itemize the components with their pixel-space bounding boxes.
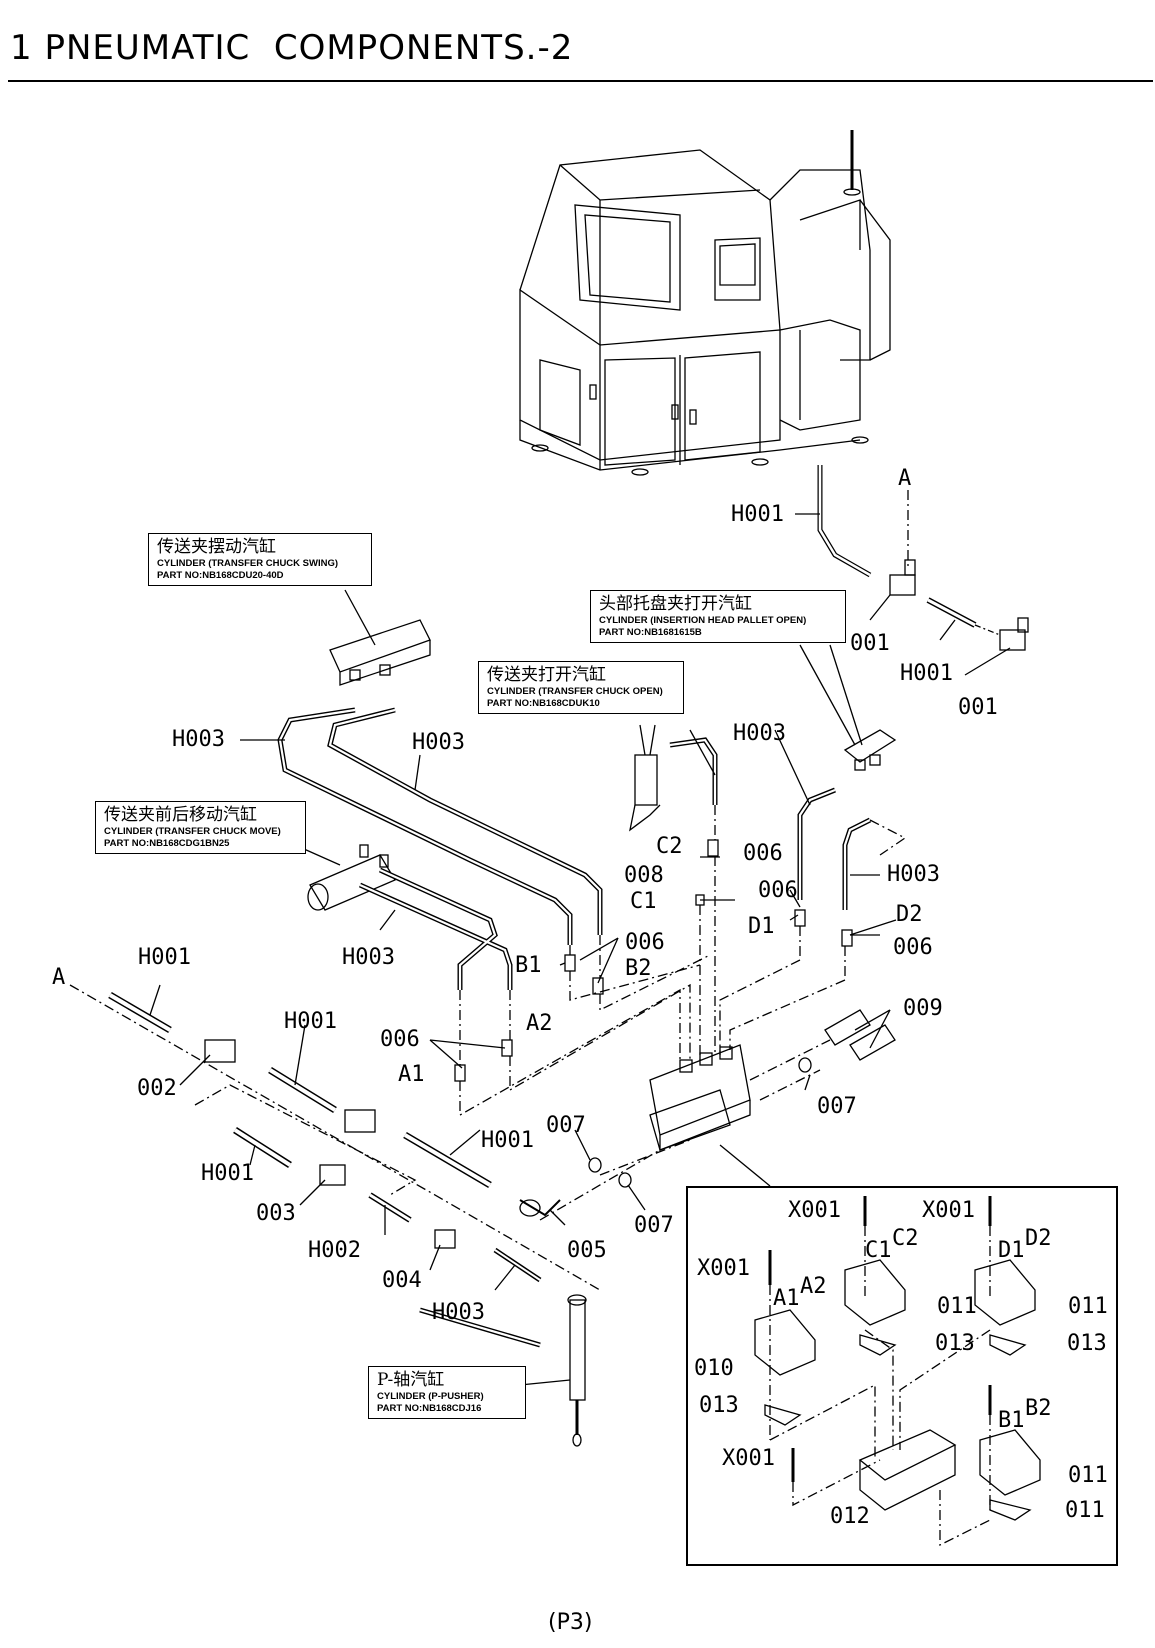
part-label: 001 (958, 695, 998, 720)
part-label: H003 (342, 945, 395, 970)
cylinder-transfer-chuck-open (629, 724, 661, 832)
part-label: 001 (850, 631, 890, 656)
part-label: H003 (887, 862, 940, 887)
part-label: H003 (432, 1300, 485, 1325)
inset-label: A1 (773, 1286, 800, 1311)
callout-cn: P-轴汽缸 (377, 1370, 445, 1390)
part-label: H003 (412, 730, 465, 755)
part-label: 002 (137, 1076, 177, 1101)
valve-manifold (649, 1044, 751, 1151)
part-label: A (52, 965, 66, 990)
inset-label: 013 (699, 1393, 739, 1418)
inset-label: 012 (830, 1504, 870, 1529)
inset-label: X001 (922, 1198, 975, 1223)
inset-label: B1 (998, 1408, 1025, 1433)
part-label: B2 (625, 956, 652, 981)
cylinder-transfer-chuck-move (294, 844, 396, 911)
page-number: (P3) (548, 1610, 593, 1635)
callout-transfer-chuck-move: 传送夹前后移动汽缸 CYLINDER (TRANSFER CHUCK MOVE)… (95, 801, 306, 854)
inset-label: X001 (697, 1256, 750, 1281)
routing-lines (459, 805, 907, 1221)
part-label: H002 (308, 1238, 361, 1263)
part-label: 008 (624, 863, 664, 888)
part-label: 006 (625, 930, 665, 955)
inset-label: X001 (788, 1198, 841, 1223)
manifold-detail-inset (686, 1186, 1118, 1566)
part-label: 007 (546, 1113, 586, 1138)
inset-label: C2 (892, 1226, 919, 1251)
inset-label: B2 (1025, 1396, 1052, 1421)
part-label: 006 (380, 1027, 420, 1052)
inset-leader (719, 1144, 771, 1187)
callout-en: CYLINDER (P-PUSHER) (377, 1391, 484, 1402)
top-right-hoses (817, 465, 1029, 651)
part-label: C2 (656, 834, 683, 859)
inset-label: X001 (722, 1446, 775, 1471)
part-label: A1 (398, 1062, 425, 1087)
callout-en: CYLINDER (INSERTION HEAD PALLET OPEN) (599, 615, 807, 626)
part-label: H001 (201, 1161, 254, 1186)
callout-en: CYLINDER (TRANSFER CHUCK MOVE) (104, 826, 281, 837)
part-label: 006 (743, 841, 783, 866)
callout-part-no: PART NO:NB1681615B (599, 627, 702, 638)
callout-cn: 传送夹前后移动汽缸 (104, 805, 257, 825)
inset-label: A2 (800, 1274, 827, 1299)
part-label: 009 (903, 996, 943, 1021)
part-label: H001 (481, 1128, 534, 1153)
callout-cn: 头部托盘夹打开汽缸 (599, 594, 752, 614)
callout-en: CYLINDER (TRANSFER CHUCK OPEN) (487, 686, 663, 697)
callout-transfer-chuck-open: 传送夹打开汽缸 CYLINDER (TRANSFER CHUCK OPEN) P… (478, 661, 684, 714)
left-hose-assembly (69, 984, 601, 1291)
part-label: 006 (758, 878, 798, 903)
inset-label: 011 (937, 1294, 977, 1319)
part-label: 006 (893, 935, 933, 960)
part-label: 004 (382, 1268, 422, 1293)
callout-transfer-chuck-swing: 传送夹摆动汽缸 CYLINDER (TRANSFER CHUCK SWING) … (148, 533, 372, 586)
part-label: H003 (733, 721, 786, 746)
title-divider (8, 80, 1153, 82)
callout-part-no: PART NO:NB168CDU20-40D (157, 570, 284, 581)
inset-label: C1 (865, 1238, 892, 1263)
callout-en: CYLINDER (TRANSFER CHUCK SWING) (157, 558, 339, 569)
callout-cn: 传送夹摆动汽缸 (157, 537, 276, 557)
inset-label: 011 (1068, 1463, 1108, 1488)
part-label: A (898, 466, 912, 491)
part-label: 003 (256, 1201, 296, 1226)
machine-illustration (519, 130, 891, 476)
callout-part-no: PART NO:NB168CDJ16 (377, 1403, 482, 1414)
inset-label: 013 (935, 1331, 975, 1356)
inset-label: 013 (1067, 1331, 1107, 1356)
leader-lines (149, 513, 1011, 1291)
page-title: 1 PNEUMATIC COMPONENTS.-2 (10, 28, 574, 68)
part-label: D1 (748, 914, 775, 939)
cylinder-p-pusher (519, 1294, 587, 1447)
cylinder-insertion-head-pallet-open (799, 644, 897, 771)
fittings (454, 839, 896, 1188)
part-label: B1 (515, 953, 542, 978)
inset-label: 011 (1065, 1498, 1105, 1523)
inset-drawing (754, 1196, 1041, 1547)
part-label: C1 (630, 889, 657, 914)
inset-label: 010 (694, 1356, 734, 1381)
part-label: D2 (896, 902, 923, 927)
part-label: 007 (817, 1094, 857, 1119)
part-label: 005 (567, 1238, 607, 1263)
part-label: H003 (172, 727, 225, 752)
callout-part-no: PART NO:NB168CDG1BN25 (104, 838, 230, 849)
part-label: H001 (900, 661, 953, 686)
inset-label: D1 (998, 1238, 1025, 1263)
callout-p-pusher: P-轴汽缸 CYLINDER (P-PUSHER) PART NO:NB168C… (368, 1366, 526, 1419)
cylinder-transfer-chuck-swing (329, 589, 431, 686)
part-label: H001 (284, 1009, 337, 1034)
part-label: H001 (731, 502, 784, 527)
part-label: 007 (634, 1213, 674, 1238)
callout-insertion-head-pallet-open: 头部托盘夹打开汽缸 CYLINDER (INSERTION HEAD PALLE… (590, 590, 846, 643)
inset-label: 011 (1068, 1294, 1108, 1319)
part-label: A2 (526, 1011, 553, 1036)
inset-label: D2 (1025, 1226, 1052, 1251)
callout-cn: 传送夹打开汽缸 (487, 665, 606, 685)
callout-part-no: PART NO:NB168CDUK10 (487, 698, 600, 709)
part-label: H001 (138, 945, 191, 970)
